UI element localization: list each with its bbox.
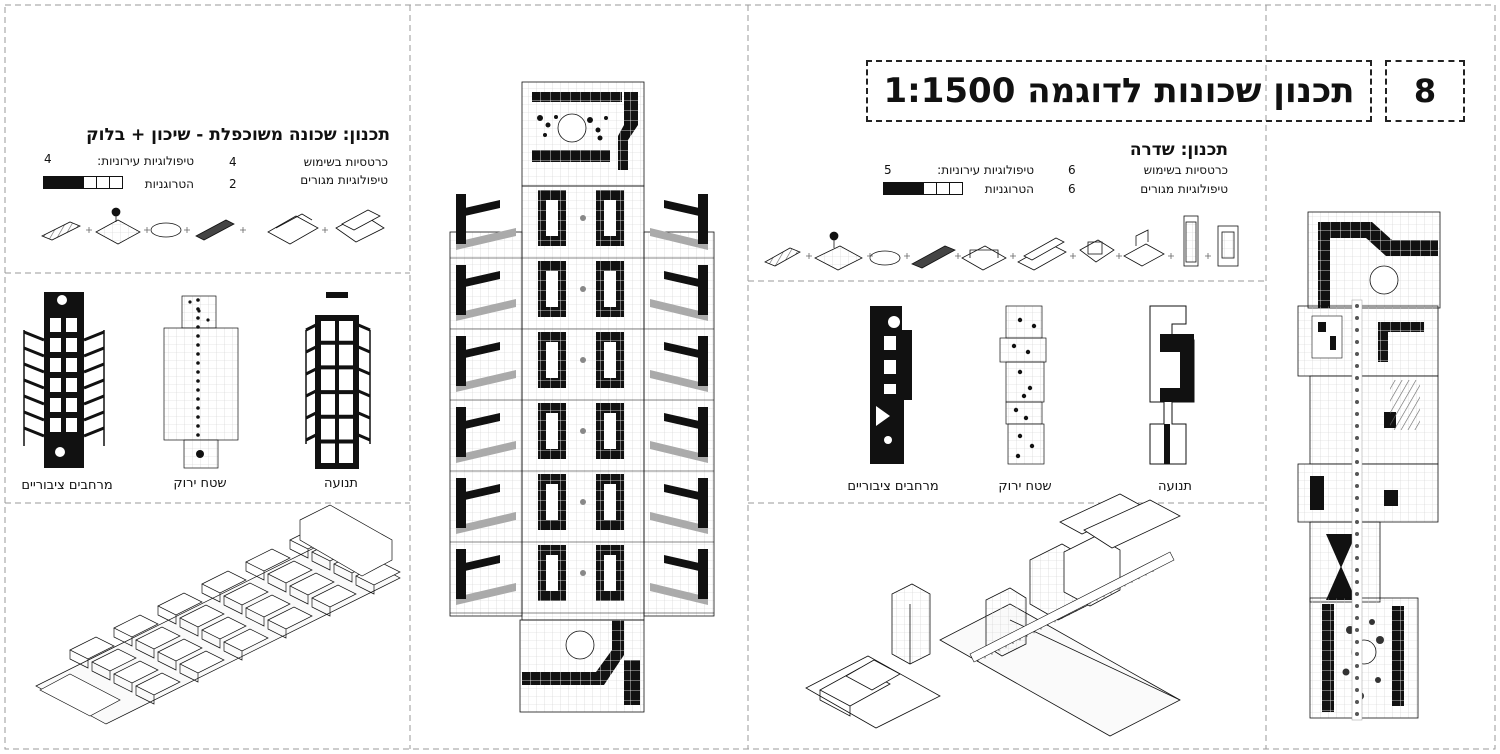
heterogeneity-cell	[109, 177, 122, 188]
left-caption-movement: תנועה	[324, 476, 358, 491]
right-urban-value: 5	[884, 163, 892, 177]
left-heading: תכנון: שכונה משוכפלת - שיכון + בלוק	[86, 125, 390, 145]
heterogeneity-cell	[897, 183, 910, 194]
right-heading: תכנון: שדרה	[1129, 140, 1228, 160]
heterogeneity-cell	[83, 177, 96, 188]
left-urban-label: טיפולוגיות עירוניות:	[97, 154, 194, 168]
right-heterogeneity-bar	[883, 182, 963, 195]
left-stat-housing-value: 2	[229, 177, 237, 191]
right-stat-cards-label: כרטסיות בשימוש	[1143, 163, 1228, 177]
left-diagram-public	[23, 292, 105, 468]
right-stat-housing-label: טיפולוגיות מגורים	[1140, 182, 1228, 196]
heterogeneity-cell	[910, 183, 923, 194]
right-caption-movement: תנועה	[1158, 479, 1192, 494]
left-stat-cards-value: 4	[229, 155, 237, 169]
left-diagram-movement	[305, 292, 371, 469]
right-icon-row	[764, 215, 1239, 271]
heterogeneity-cell	[44, 177, 57, 188]
sheet-title: תכנון שכונות לדוגמה 1:1500	[866, 60, 1372, 122]
left-caption-public: מרחבים ציבוריים	[21, 478, 113, 493]
right-urban-label: טיפולוגיות עירוניות:	[937, 163, 1034, 177]
right-caption-public: מרחבים ציבוריים	[847, 479, 939, 494]
right-strip-plan	[1297, 211, 1441, 721]
left-axonometric	[35, 504, 401, 725]
heterogeneity-cell	[936, 183, 949, 194]
right-diagram-movement	[1149, 305, 1195, 465]
heterogeneity-cell	[949, 183, 962, 194]
left-stat-cards-label: כרטסיות בשימוש	[303, 155, 388, 169]
left-caption-green: שטח ירוק	[173, 476, 227, 491]
heterogeneity-cell	[96, 177, 109, 188]
right-stat-housing-value: 6	[1068, 182, 1076, 196]
central-site-plan	[449, 81, 715, 713]
heterogeneity-cell	[923, 183, 936, 194]
left-diagram-green	[163, 295, 239, 469]
heterogeneity-cell	[884, 183, 897, 194]
heterogeneity-cell	[70, 177, 83, 188]
right-heterogeneity-label: הטרוגניות	[984, 182, 1034, 196]
right-diagram-public	[870, 306, 912, 464]
left-urban-value: 4	[44, 152, 52, 166]
left-heterogeneity-bar	[43, 176, 123, 189]
heterogeneity-cell	[57, 177, 70, 188]
sheet-number: 8	[1385, 60, 1465, 122]
right-stat-cards-value: 6	[1068, 163, 1076, 177]
left-heterogeneity-label: הטרוגניות	[144, 177, 194, 191]
left-icon-row	[41, 207, 385, 245]
left-stat-housing-label: טיפולוגיות מגורים	[300, 173, 388, 187]
right-caption-green: שטח ירוק	[998, 479, 1052, 494]
right-axonometric	[805, 493, 1181, 737]
right-diagram-green	[999, 305, 1047, 465]
